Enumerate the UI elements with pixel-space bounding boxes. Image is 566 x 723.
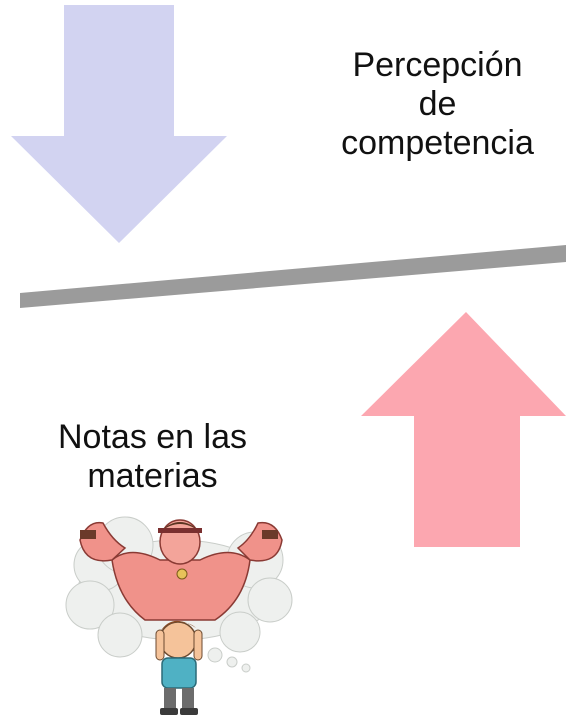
strong-man-illustration [65, 516, 293, 715]
grades-label-line-1: Notas en las [58, 418, 247, 456]
grades-label: Notas en las materias [30, 418, 275, 496]
up-arrow-icon [361, 312, 566, 547]
perception-label-line-3: competencia [341, 124, 534, 163]
perception-label-line-1: Percepción [352, 46, 523, 84]
down-arrow-icon [11, 5, 227, 243]
scale-bar [20, 245, 566, 308]
perception-label-line-2: de [418, 85, 457, 124]
perception-label: Percepción de competencia [315, 46, 560, 163]
grades-label-line-2: materias [87, 457, 218, 496]
